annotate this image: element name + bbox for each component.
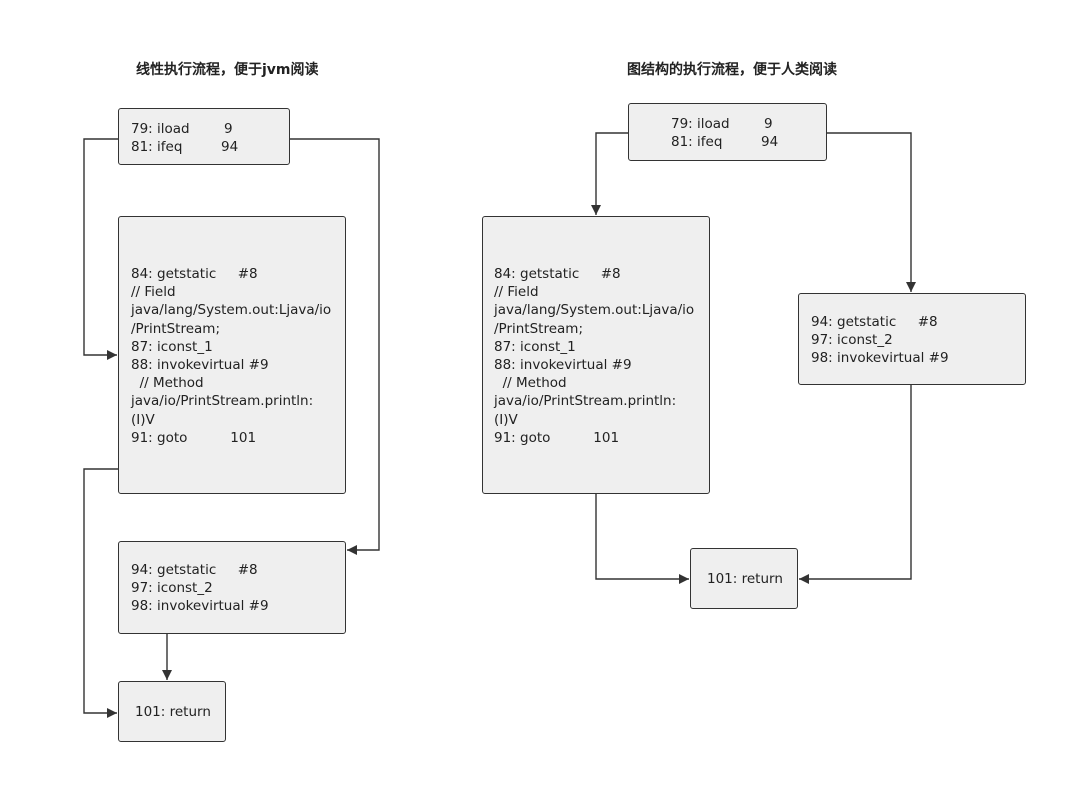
left-block-84-code: 84: getstatic #8 // Field java/lang/Syst… (131, 266, 332, 446)
right-edge-79-to-84 (591, 132, 628, 215)
left-diagram-title: 线性执行流程，便于jvm阅读 (136, 62, 319, 78)
right-edge-84-to-101 (595, 494, 689, 584)
left-edge-79-to-94 (290, 138, 380, 555)
right-block-84: 84: getstatic #8 // Field java/lang/Syst… (482, 216, 710, 494)
right-block-94: 94: getstatic #8 97: iconst_2 98: invoke… (798, 293, 1026, 385)
right-block-101-code: 101: return (707, 571, 783, 587)
right-block-79-code: 79: iload 9 81: ifeq 94 (671, 116, 779, 151)
left-block-101-code: 101: return (135, 704, 211, 720)
right-block-94-code: 94: getstatic #8 97: iconst_2 98: invoke… (811, 314, 949, 367)
left-block-79: 79: iload 9 81: ifeq 94 (118, 108, 290, 165)
left-block-79-code: 79: iload 9 81: ifeq 94 (131, 121, 239, 156)
right-block-101: 101: return (690, 548, 798, 609)
left-block-84: 84: getstatic #8 // Field java/lang/Syst… (118, 216, 346, 494)
right-edge-94-to-101 (799, 385, 912, 584)
right-diagram-title: 图结构的执行流程，便于人类阅读 (627, 62, 837, 78)
left-block-101: 101: return (118, 681, 226, 742)
left-block-94: 94: getstatic #8 97: iconst_2 98: invoke… (118, 541, 346, 634)
right-block-84-code: 84: getstatic #8 // Field java/lang/Syst… (494, 266, 695, 446)
right-edge-79-to-94 (827, 132, 916, 292)
right-block-79: 79: iload 9 81: ifeq 94 (628, 103, 827, 161)
left-edge-84-to-101 (83, 468, 118, 718)
left-block-94-code: 94: getstatic #8 97: iconst_2 98: invoke… (131, 562, 269, 615)
left-edge-79-to-84 (83, 138, 118, 360)
